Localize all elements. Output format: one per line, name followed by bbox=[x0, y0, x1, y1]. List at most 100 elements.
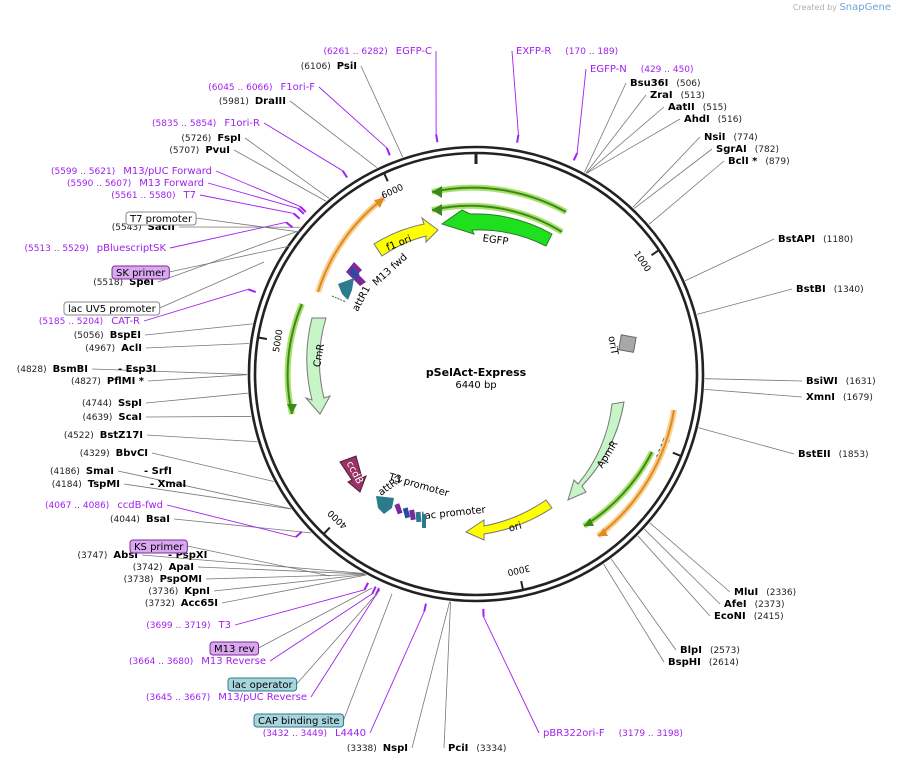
enzyme-pos-pvui: (5707) bbox=[169, 146, 199, 156]
enzyme-scai: ScaI bbox=[118, 412, 142, 423]
primer-leader-ccdb-fwd bbox=[166, 504, 296, 538]
enzyme-pos-bsu36i: (506) bbox=[676, 79, 700, 89]
enzyme-bsai: BsaI bbox=[146, 514, 170, 525]
egfp-orf-arrowhead-2 bbox=[432, 204, 442, 216]
enzyme-pos-acc65i: (3732) bbox=[145, 599, 175, 609]
cluster-box-2 bbox=[402, 507, 411, 519]
enzyme-xmni: XmnI bbox=[806, 392, 835, 403]
primer-leader-exfp-r bbox=[511, 50, 519, 135]
enzyme-absi: AbsI bbox=[113, 550, 138, 561]
enzyme-leader-psii bbox=[360, 65, 404, 158]
tick-6000 bbox=[383, 172, 389, 182]
primer-mark-m13-reverse bbox=[371, 586, 377, 595]
boxed-label-bg-lac-operator bbox=[227, 677, 298, 692]
tick-3000 bbox=[520, 580, 525, 591]
primer-mark-pbluescriptsk bbox=[285, 221, 294, 229]
primer-range-m13-puc-reverse: (3645 .. 3667) bbox=[146, 693, 210, 703]
apmr-orf-green-core bbox=[583, 451, 653, 527]
enzyme-leader-econi bbox=[637, 535, 711, 617]
tick-label-4000: 4000 bbox=[326, 507, 350, 530]
primer-range-exfp-r: (170 .. 189) bbox=[565, 47, 618, 57]
enzyme-acc65i: Acc65I bbox=[181, 598, 218, 609]
enzyme-leader-acli bbox=[145, 343, 250, 349]
attr1-label: attR1 bbox=[351, 284, 374, 313]
enzyme-leader-bsteii bbox=[698, 427, 795, 455]
enzyme-bsteii: BstEII bbox=[798, 449, 831, 460]
f1-ori-orf-orange-core bbox=[317, 197, 385, 293]
orit-marker bbox=[618, 334, 637, 353]
primer-mark-egfp-n bbox=[572, 152, 579, 161]
cluster-box-1 bbox=[394, 503, 403, 515]
enzyme-bsiwi: BsiWI bbox=[806, 376, 838, 387]
primer-mark-f1ori-r bbox=[341, 170, 348, 179]
apmr-orf-orange-arrowhead bbox=[598, 528, 608, 536]
primer-mark-t3 bbox=[363, 582, 369, 591]
enzyme-leader-bsmbi bbox=[91, 368, 248, 375]
primer-range-pbr322ori-f: (3179 .. 3198) bbox=[619, 729, 683, 739]
enzyme-sacii: SacII bbox=[148, 222, 175, 233]
primer-leader-m13-puc-forward bbox=[215, 170, 301, 207]
enzyme-leader-xmni bbox=[704, 389, 803, 398]
enzyme-leader-apai bbox=[197, 566, 365, 575]
enzyme-pos-bspei: (5056) bbox=[74, 331, 104, 341]
ori-arrow bbox=[464, 499, 553, 541]
primer-mark-cat-r bbox=[247, 288, 257, 294]
enzyme-psii: PsiI bbox=[337, 61, 357, 72]
enzyme-bstbi: BstBI bbox=[796, 284, 826, 295]
enzyme-ahdi: AhdI bbox=[684, 114, 710, 125]
primer-range-t3: (3699 .. 3719) bbox=[146, 621, 210, 631]
enzyme-bcli: BclI * bbox=[728, 156, 758, 167]
enzyme-fspi: FspI bbox=[217, 133, 241, 144]
primer-leader-egfp-n bbox=[576, 68, 587, 154]
enzyme-extra-tspmi: - XmaI bbox=[150, 479, 186, 490]
egfp-feature-arrow bbox=[440, 209, 553, 247]
primer-l4440: L4440 bbox=[335, 728, 366, 739]
enzyme-draiii: DraIII bbox=[255, 96, 286, 107]
cmr-arrow bbox=[304, 317, 332, 415]
primer-m13-reverse: M13 Reverse bbox=[201, 656, 266, 667]
primer-m13-puc-reverse: M13/pUC Reverse bbox=[218, 692, 307, 703]
enzyme-pos-draiii: (5981) bbox=[219, 97, 249, 107]
primer-mark-t7 bbox=[292, 212, 301, 220]
enzyme-nspi: NspI bbox=[383, 743, 408, 754]
enzyme-leader-draiii bbox=[289, 100, 378, 168]
enzyme-leader-ahdi bbox=[586, 118, 681, 174]
boxed-leader-cap-binding-site bbox=[343, 593, 393, 721]
enzyme-leader-pcii bbox=[443, 601, 451, 749]
enzyme-pos-sgrai: (782) bbox=[755, 145, 779, 155]
enzyme-pos-econi: (2415) bbox=[754, 612, 784, 622]
primer-range-t7: (5561 .. 5580) bbox=[111, 191, 175, 201]
boxed-leader-t7-promoter bbox=[196, 217, 301, 233]
plasmid-size: 6440 bp bbox=[455, 380, 496, 391]
enzyme-mlui: MluI bbox=[734, 587, 758, 598]
enzyme-pos-bsteii: (1853) bbox=[839, 450, 869, 460]
enzyme-leader-zrai bbox=[585, 94, 647, 174]
enzyme-leader-nspi bbox=[411, 601, 451, 749]
tick-2000 bbox=[672, 451, 682, 458]
enzyme-pos-afei: (2373) bbox=[755, 600, 785, 610]
primer-leader-f1ori-r bbox=[263, 122, 343, 172]
primer-mark-l4440 bbox=[423, 603, 427, 612]
backbone-outer bbox=[247, 145, 705, 603]
primer-mark-egfp-c bbox=[435, 134, 439, 143]
enzyme-pos-nspi: (3338) bbox=[347, 744, 377, 754]
primer-leader-cat-r bbox=[143, 288, 249, 322]
primer-range-l4440: (3432 .. 3449) bbox=[263, 729, 327, 739]
enzyme-leader-smai bbox=[117, 470, 291, 509]
enzyme-leader-bcli bbox=[648, 160, 725, 225]
enzyme-pos-sacii: (5543) bbox=[112, 223, 142, 233]
enzyme-pspomi: PspOMI bbox=[160, 574, 202, 585]
enzyme-afei: AfeI bbox=[724, 599, 747, 610]
primer-f1ori-r: F1ori-R bbox=[224, 118, 260, 129]
enzyme-pos-bbvci: (4329) bbox=[80, 449, 110, 459]
enzyme-bbvci: BbvCI bbox=[116, 448, 148, 459]
primer-leader-pbr322ori-f bbox=[483, 616, 540, 734]
tick-5000 bbox=[257, 336, 268, 340]
primer-mark-m13-forward bbox=[297, 207, 305, 215]
enzyme-leader-bsu36i bbox=[584, 82, 627, 173]
enzyme-leader-bstbi bbox=[696, 288, 793, 315]
enzyme-pos-kpni: (3736) bbox=[148, 587, 178, 597]
primer-range-f1ori-r: (5835 .. 5854) bbox=[152, 119, 216, 129]
enzyme-leader-bstapi bbox=[684, 238, 775, 282]
primer-leader-m13-forward bbox=[207, 182, 299, 209]
